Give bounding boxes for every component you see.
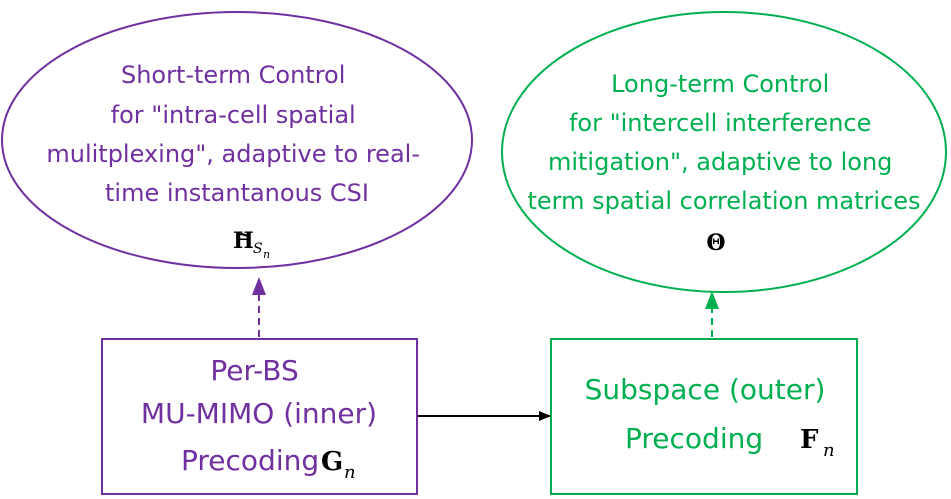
inner-line-3: Precoding: [181, 444, 319, 477]
outer-to-long-term-arrow: [705, 291, 719, 337]
long-term-line-1: Long-term Control: [611, 70, 829, 98]
outer-line-2: Precoding: [625, 422, 763, 455]
outer-precoding-node: Subspace (outer) Precoding F n: [550, 338, 858, 495]
long-term-control-node: Long-term Control for "intercell interfe…: [501, 11, 947, 293]
short-term-control-node: Short-term Control for "intra-cell spati…: [1, 11, 473, 269]
short-term-line-3: mulitplexing", adaptive to real-: [46, 140, 420, 168]
short-term-line-1: Short-term Control: [121, 61, 345, 89]
short-term-ellipse: [1, 11, 473, 269]
h-symbol: H: [233, 228, 254, 254]
short-term-line-4: time instantanous CSI: [105, 179, 369, 207]
h-subscript-n: n: [263, 248, 270, 261]
outer-line-1: Subspace (outer): [585, 373, 826, 406]
g-symbol: G: [321, 447, 343, 477]
inner-precoding-node: Per-BS MU-MIMO (inner) Precoding G n: [101, 338, 418, 495]
f-subscript-n: n: [823, 440, 835, 461]
inner-line-2: MU-MIMO (inner): [141, 397, 377, 430]
long-term-line-2: for "intercell interference: [569, 109, 871, 137]
inner-to-short-term-arrow: [252, 277, 266, 337]
long-term-text: Long-term Control for "intercell interfe…: [527, 70, 920, 215]
inner-line-1: Per-BS: [210, 354, 298, 387]
short-term-line-2: for "intra-cell spatial: [111, 101, 356, 129]
inner-precoding-box: [101, 338, 418, 495]
h-subscript-s: S: [253, 241, 263, 257]
arrowhead-purple: [252, 277, 266, 295]
outer-precoding-box: [550, 338, 858, 495]
h-tilde-accent: ~: [236, 222, 253, 246]
inner-box-text: Per-BS MU-MIMO (inner): [141, 354, 377, 430]
arrowhead-green: [705, 291, 719, 309]
g-subscript-n: n: [344, 462, 356, 483]
theta-symbol: Θ: [706, 230, 725, 256]
short-term-text: Short-term Control for "intra-cell spati…: [46, 61, 427, 207]
long-term-ellipse: [501, 11, 947, 293]
h-tilde-symbol: ~ H S n: [233, 222, 270, 261]
f-symbol: F: [800, 425, 819, 455]
long-term-line-3: mitigation", adaptive to long: [548, 148, 892, 176]
long-term-line-4: term spatial correlation matrices: [527, 187, 920, 215]
